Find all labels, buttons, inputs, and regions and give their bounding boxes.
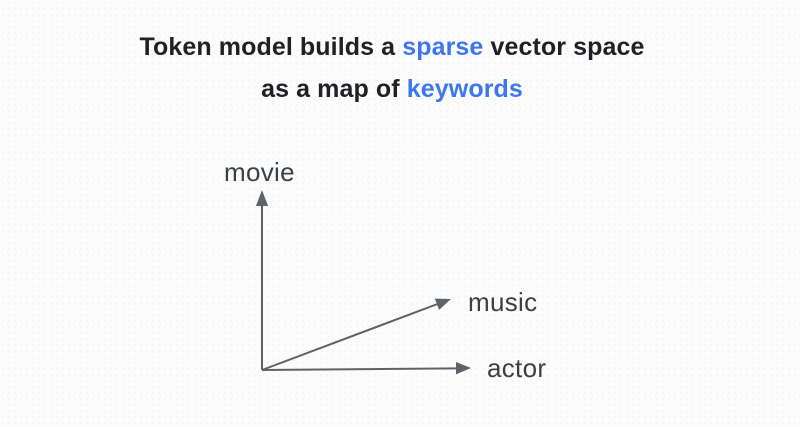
title-line-1: Token model builds a sparse vector space [0,26,792,68]
movie-axis-arrowhead [255,190,269,206]
actor-axis-arrowhead [456,362,471,375]
title-text-segment: Token model builds a [139,33,403,61]
music-vector-line [261,303,438,371]
actor-axis-line [261,367,458,371]
music-vector-label: music [468,287,537,317]
title-highlight-keywords: keywords [406,75,523,103]
title-highlight-sparse: sparse [402,33,484,61]
slide-title: Token model builds a sparse vector space… [0,26,792,110]
movie-axis-label: movie [224,157,295,187]
title-text-segment: as a map of [261,75,407,103]
title-text-segment: vector space [483,33,645,61]
actor-axis-label: actor [487,353,546,383]
title-line-2: as a map of keywords [0,68,792,110]
music-vector-arrowhead [434,298,451,310]
